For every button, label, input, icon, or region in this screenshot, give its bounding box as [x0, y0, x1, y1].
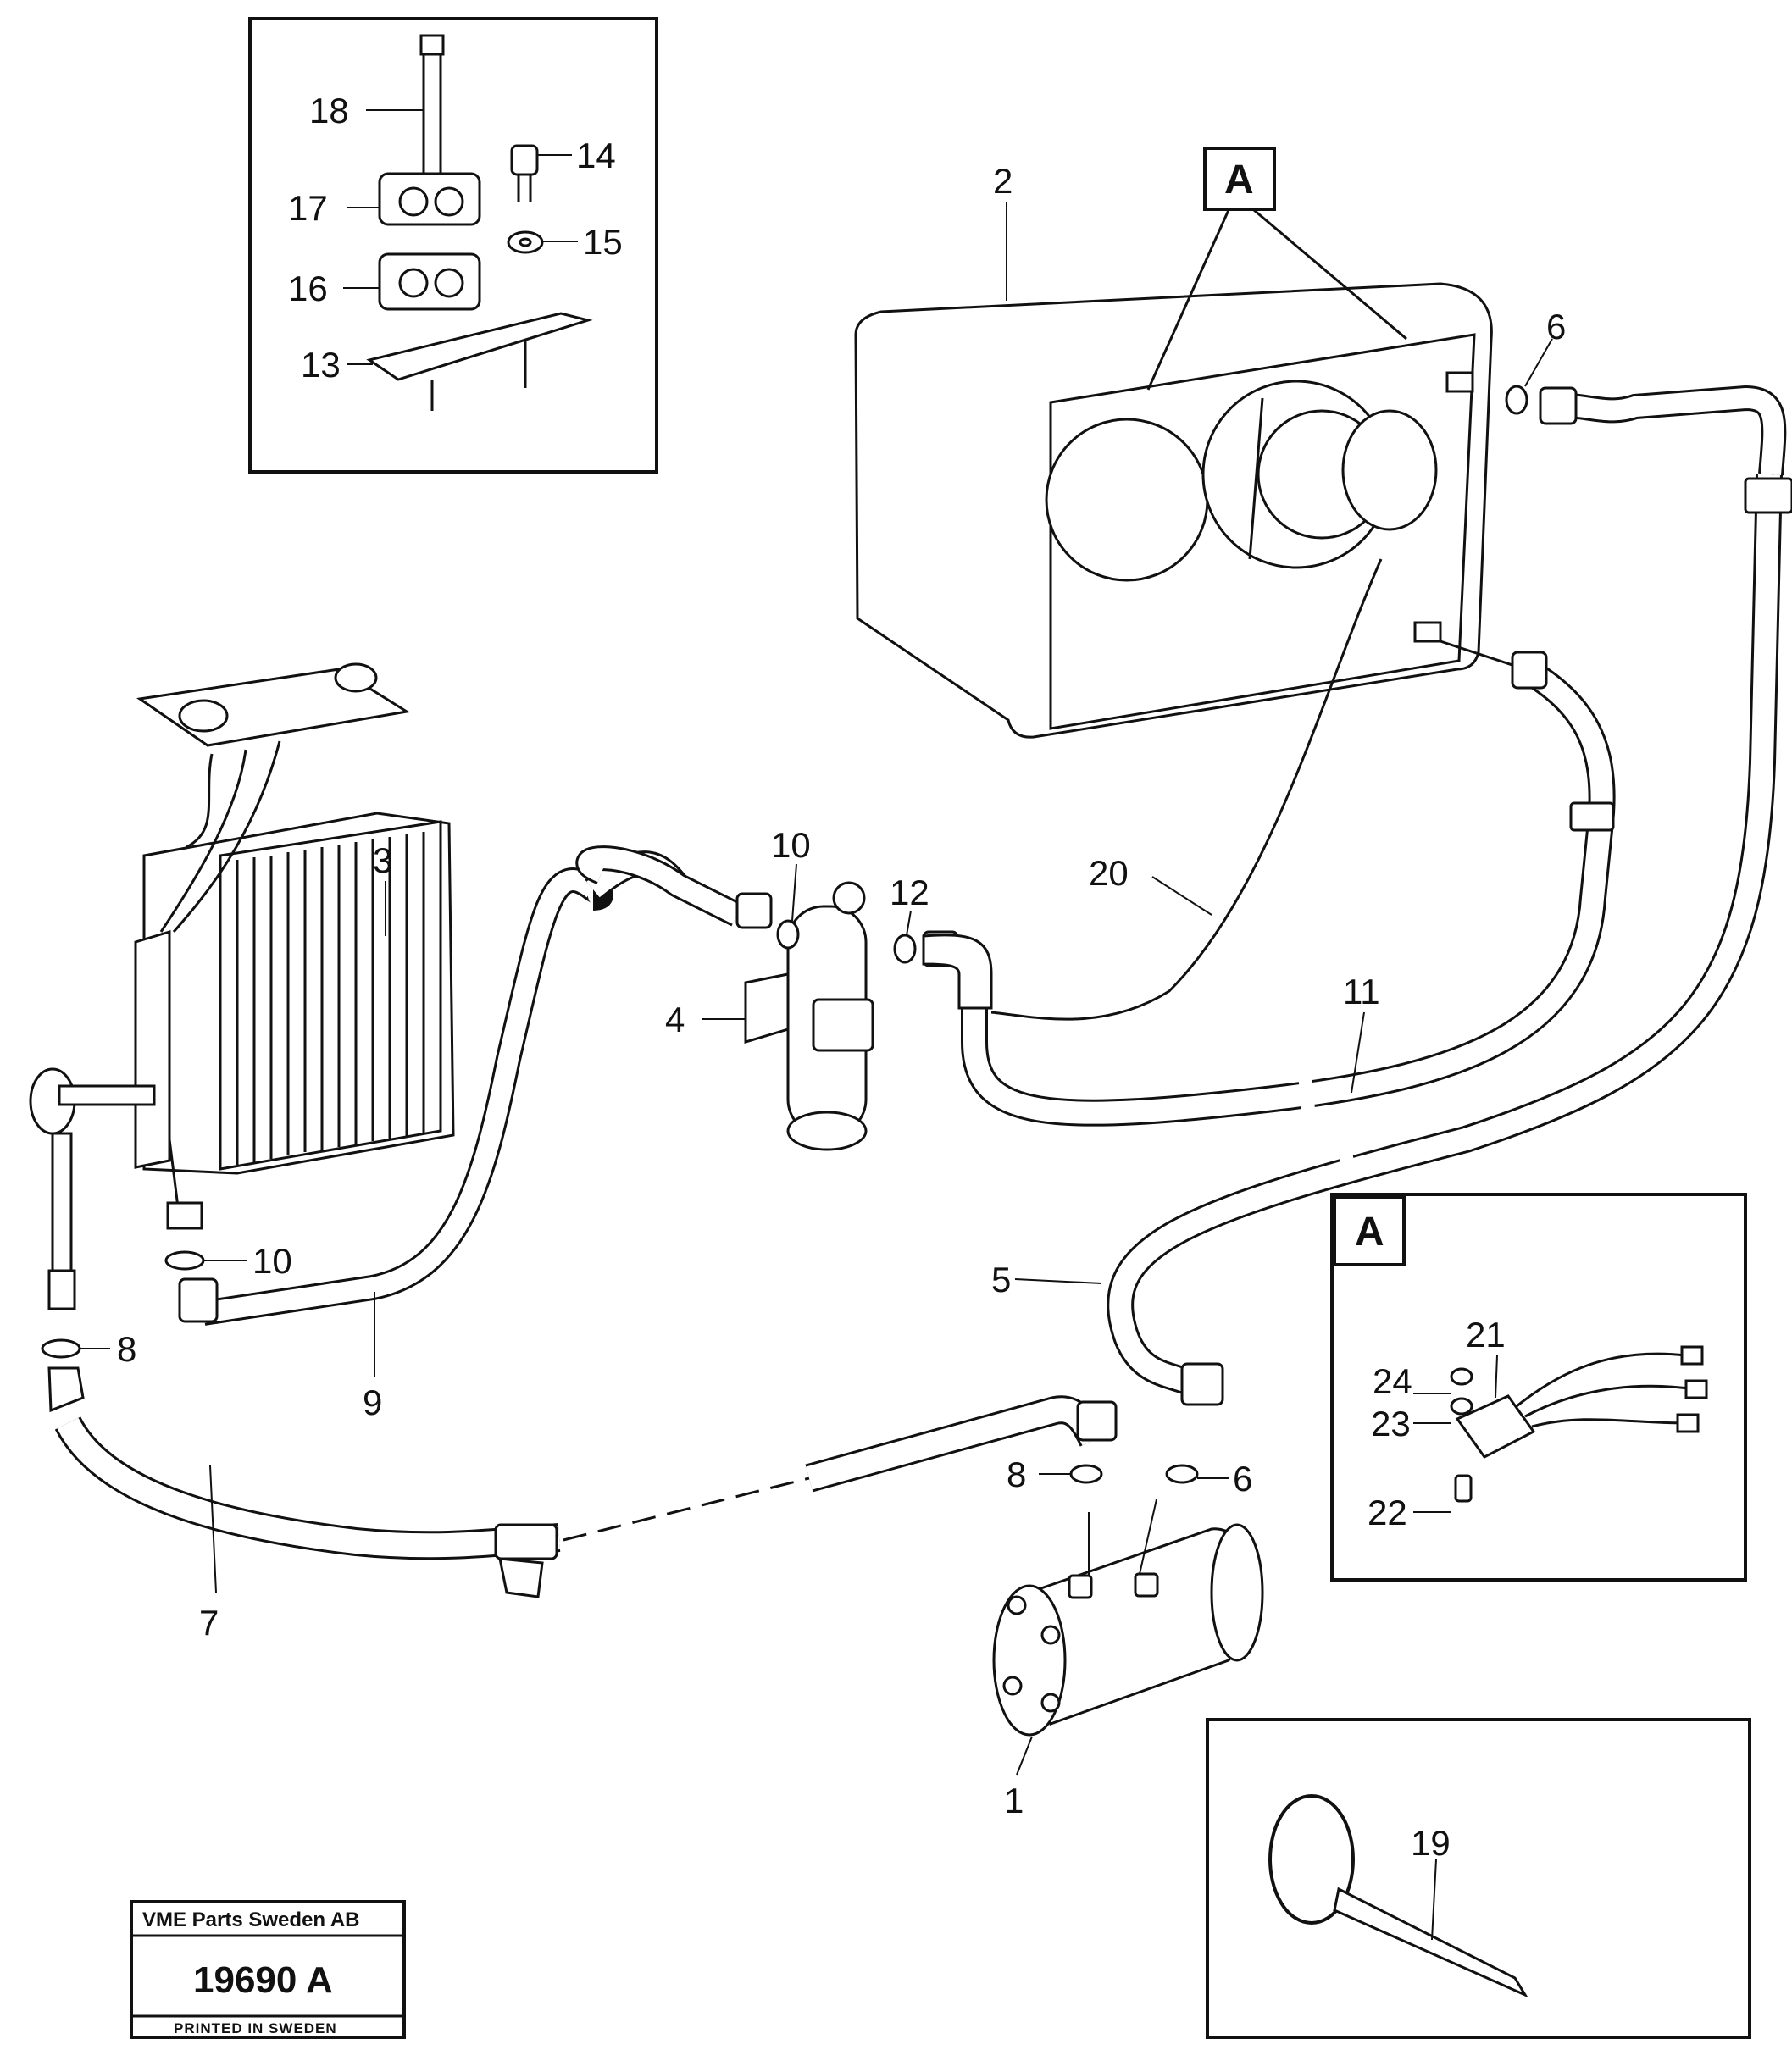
callout-24: 24: [1373, 1361, 1412, 1401]
callout-7: 7: [199, 1603, 219, 1643]
washer-12: [893, 934, 917, 964]
washer-10-top: [776, 919, 800, 950]
callout-9: 9: [363, 1382, 382, 1422]
callout-6-compressor: 6: [1233, 1459, 1252, 1499]
stamp-number: 19690 A: [193, 1959, 333, 2001]
clamp-inset: 18 17 16 13 14 15: [248, 17, 658, 474]
callout-6-top: 6: [1546, 307, 1566, 346]
condenser: [134, 812, 455, 1175]
receiver-drier: [744, 881, 874, 1151]
callout-12: 12: [890, 873, 929, 912]
callout-21: 21: [1466, 1315, 1506, 1355]
callout-11: 11: [1343, 972, 1380, 1011]
washer-6-top: [1505, 385, 1528, 415]
switch-inset: [1330, 1193, 1747, 1582]
detail-ref-main: A: [1224, 158, 1254, 202]
drawing-stamp: [130, 1900, 406, 2039]
callout-8-left: 8: [117, 1329, 136, 1369]
callout-23: 23: [1371, 1404, 1411, 1443]
callout-3: 3: [373, 840, 392, 880]
callout-8-compressor: 8: [1007, 1454, 1026, 1494]
control-panel: [136, 662, 411, 933]
callout-20: 20: [1089, 853, 1129, 893]
expansion-valve: [29, 1067, 203, 1310]
callout-14: 14: [576, 136, 616, 175]
view-a-tag: [1203, 147, 1276, 211]
stamp-printed: PRINTED IN SWEDEN: [174, 2020, 337, 2036]
callout-17: 17: [288, 188, 328, 228]
washer-6-compressor: [1165, 1464, 1199, 1484]
detail-ref-inset: A: [1355, 1210, 1384, 1255]
wire-20: [990, 558, 1383, 1021]
callout-10-left: 10: [252, 1241, 292, 1281]
callout-15: 15: [583, 222, 623, 262]
callout-13: 13: [301, 345, 341, 385]
evaporator-unit: [854, 282, 1493, 739]
callout-18: 18: [309, 91, 349, 130]
washer-8-left: [41, 1338, 81, 1359]
callout-1: 1: [1004, 1781, 1024, 1820]
compressor: [992, 1523, 1264, 1737]
washer-10-left: [164, 1250, 205, 1271]
callout-22: 22: [1368, 1493, 1407, 1532]
washer-8-compressor: [1069, 1464, 1103, 1484]
stamp-company: VME Parts Sweden AB: [142, 1909, 360, 1931]
callout-2: 2: [993, 161, 1013, 201]
cable-tie-inset: [1206, 1718, 1751, 2039]
callout-10-top: 10: [771, 825, 811, 865]
callout-16: 16: [288, 269, 328, 308]
callout-4: 4: [665, 1000, 685, 1039]
callout-5: 5: [991, 1260, 1011, 1299]
callout-19: 19: [1411, 1823, 1451, 1863]
